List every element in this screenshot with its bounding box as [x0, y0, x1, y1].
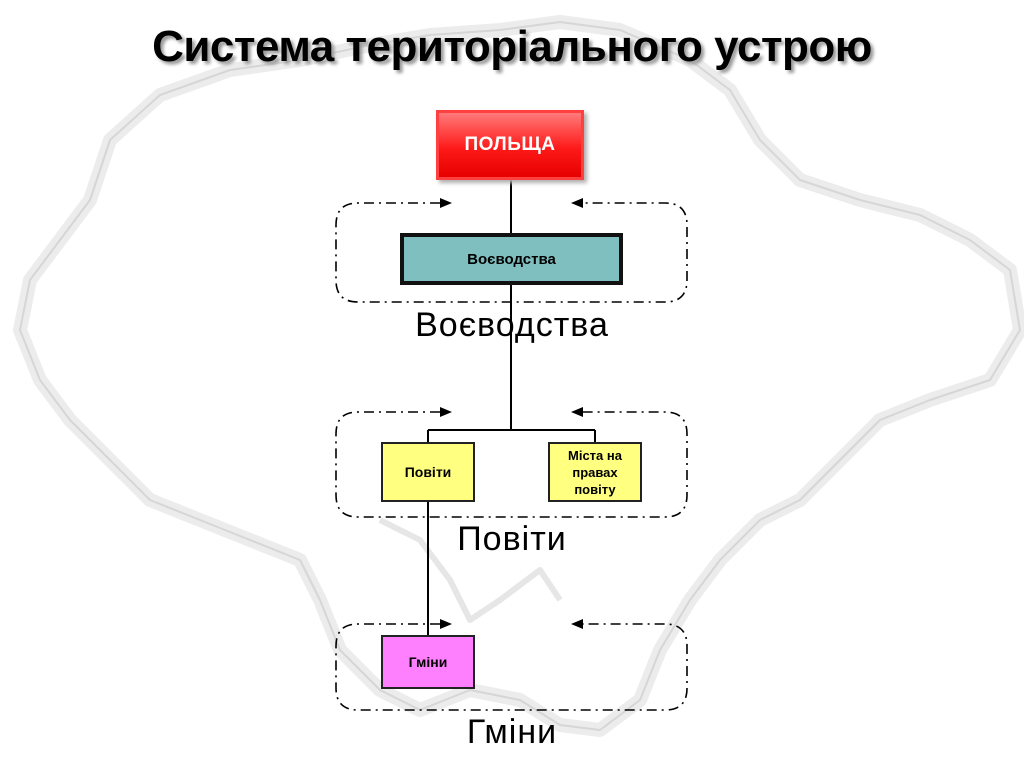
node-poland: ПОЛЬЩА [436, 110, 584, 180]
node-gminy: Гміни [381, 635, 475, 689]
level-label-gminy: Гміни [466, 713, 558, 751]
arrow-povit-right [571, 407, 583, 417]
node-cities-with-povit-rights: Міста на правах повіту [548, 442, 642, 502]
arrow-gminy-left [440, 619, 452, 629]
group-box-voivodeships [335, 202, 688, 303]
level-label-povits: Повіти [457, 520, 567, 558]
node-voivodeships: Воєводства [400, 233, 623, 285]
level-label-voivodeships: Воєводства [415, 306, 609, 344]
arrow-gminy-right [571, 619, 583, 629]
arrow-voiv-right [571, 198, 583, 208]
arrow-povit-left [440, 407, 452, 417]
arrow-voiv-left [440, 198, 452, 208]
page-title: Система територіального устрою [152, 22, 872, 71]
node-povits: Повіти [381, 442, 475, 502]
group-box-povits [335, 411, 688, 518]
